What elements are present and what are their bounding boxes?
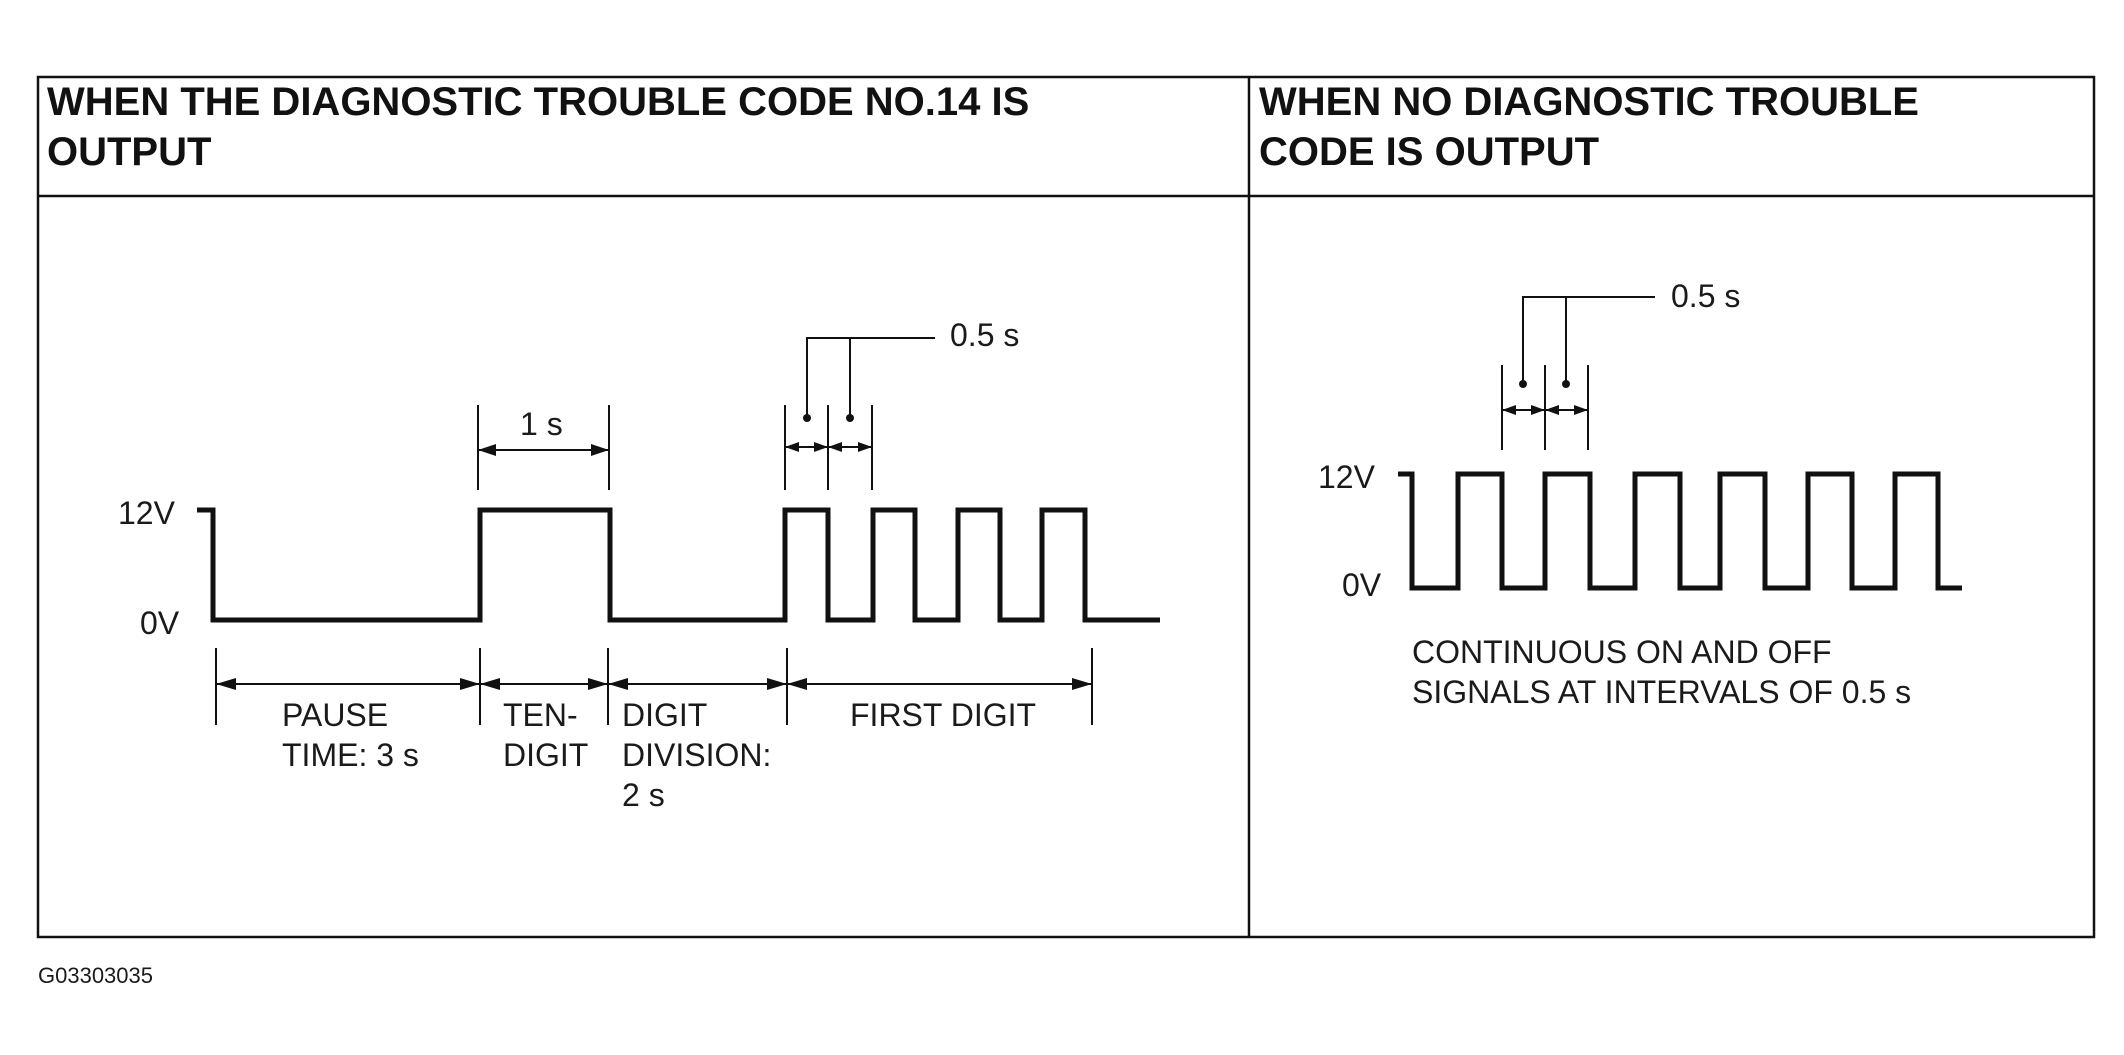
outer-frame: [36, 75, 2096, 939]
right-caption-line1: CONTINUOUS ON AND OFF: [1412, 634, 1832, 670]
left-level-12v: 12V: [118, 495, 176, 531]
right-header-line1: WHEN NO DIAGNOSTIC TROUBLE: [1259, 80, 1919, 124]
seg-div-line2: DIVISION:: [622, 737, 771, 773]
left-half-leader-1: [806, 337, 935, 418]
right-half-label: 0.5 s: [1671, 278, 1740, 314]
seg-div-line1: DIGIT: [622, 697, 707, 733]
arrowhead-icon: [480, 678, 500, 690]
right-header-line2: CODE IS OUTPUT: [1259, 130, 1599, 174]
arrowhead-icon: [1502, 405, 1516, 415]
seg-ten-line2: DIGIT: [503, 737, 588, 773]
arrowhead-icon: [1545, 405, 1559, 415]
arrowhead-icon: [785, 442, 799, 452]
arrowhead-icon: [216, 678, 236, 690]
left-waveform: [197, 507, 1160, 623]
left-header-line2: OUTPUT: [47, 130, 211, 174]
arrowhead-icon: [460, 678, 480, 690]
left-header-line1: WHEN THE DIAGNOSTIC TROUBLE CODE NO.14 I…: [47, 80, 1029, 124]
arrowhead-icon: [1072, 678, 1092, 690]
arrowhead-icon: [1531, 405, 1545, 415]
seg-pause-line2: TIME: 3 s: [282, 737, 419, 773]
left-level-0v: 0V: [140, 605, 180, 641]
right-half-leader-1: [1522, 296, 1655, 384]
seg-first-digit: FIRST DIGIT: [850, 697, 1036, 733]
seg-pause-line1: PAUSE: [282, 697, 388, 733]
right-caption-line2: SIGNALS AT INTERVALS OF 0.5 s: [1412, 674, 1911, 710]
left-half-label: 0.5 s: [950, 317, 1019, 353]
arrowhead-icon: [478, 444, 496, 456]
right-level-12v: 12V: [1318, 459, 1376, 495]
seg-div-line3: 2 s: [622, 777, 665, 813]
arrowhead-icon: [608, 678, 628, 690]
arrowhead-icon: [787, 678, 807, 690]
arrowhead-icon: [1574, 405, 1588, 415]
arrowhead-icon: [591, 444, 609, 456]
left-1s-label: 1 s: [520, 406, 563, 442]
arrowhead-icon: [588, 678, 608, 690]
arrowhead-icon: [767, 678, 787, 690]
arrowhead-icon: [828, 442, 842, 452]
right-level-0v: 0V: [1342, 567, 1382, 603]
figure-id: G03303035: [38, 963, 153, 988]
right-waveform: [1398, 471, 1962, 591]
arrowhead-icon: [814, 442, 828, 452]
arrowhead-icon: [858, 442, 872, 452]
seg-ten-line1: TEN-: [503, 697, 578, 733]
